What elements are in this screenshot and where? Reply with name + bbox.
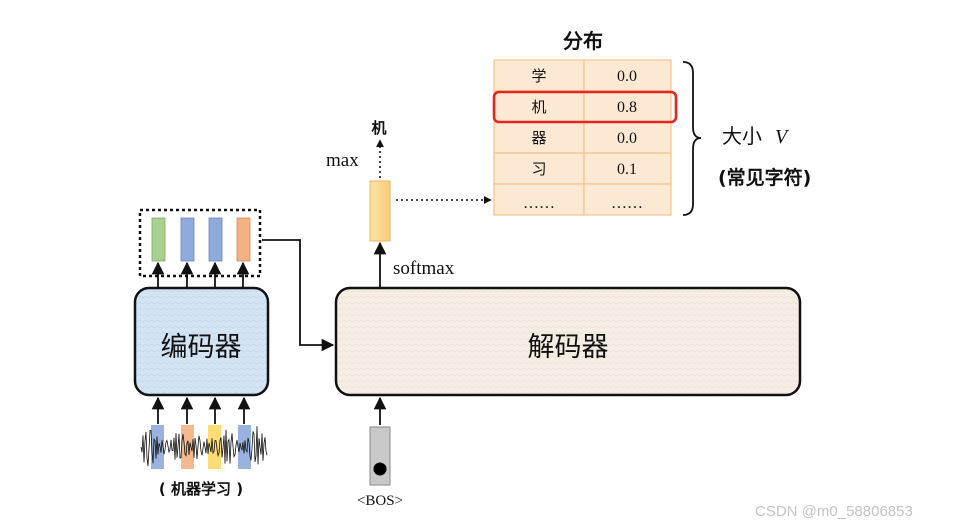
vocab-size-text: 大小 xyxy=(722,124,762,148)
watermark: CSDN @m0_58806853 xyxy=(755,503,913,520)
table-token: …… xyxy=(523,195,555,212)
waveform-signal xyxy=(140,426,268,467)
encoder-decoder-connector xyxy=(262,239,335,352)
encoder-label: 编码器 xyxy=(161,332,242,363)
table-token: 器 xyxy=(531,129,546,147)
bos-token-vector xyxy=(369,426,391,486)
table-token: 机 xyxy=(531,98,546,116)
table-prob: 0.0 xyxy=(617,68,637,85)
max-label: max xyxy=(326,150,359,171)
audio-waveform xyxy=(140,425,268,471)
audio-frame xyxy=(181,425,194,469)
decoder-label: 解码器 xyxy=(528,332,609,363)
vocab-note: (常见字符) xyxy=(718,166,811,189)
table-row: 器 0.0 xyxy=(493,121,672,154)
table-row: …… …… xyxy=(493,183,672,216)
table-token: 习 xyxy=(531,160,546,178)
distribution-title: 分布 xyxy=(563,29,603,53)
vocab-size-symbol: V xyxy=(775,126,790,148)
feature-vector xyxy=(236,217,251,262)
vocab-size-label: 大小 V xyxy=(722,124,790,148)
feature-vector xyxy=(180,217,195,262)
vocab-brace xyxy=(682,61,702,216)
encoder-output-box xyxy=(138,208,262,278)
table-row: 机 0.8 xyxy=(493,90,672,123)
softmax-label: softmax xyxy=(393,258,455,279)
encoder-block xyxy=(133,286,270,397)
table-prob: 0.0 xyxy=(617,130,637,147)
feature-vector xyxy=(151,217,166,262)
probability-vector xyxy=(369,180,391,242)
table-prob: …… xyxy=(611,195,643,212)
feature-vector xyxy=(208,217,223,262)
table-prob: 0.8 xyxy=(617,99,637,116)
output-token: 机 xyxy=(371,119,386,137)
bos-label: <BOS> xyxy=(357,493,403,509)
table-row: 习 0.1 xyxy=(493,152,672,185)
decoder-block xyxy=(334,286,802,397)
distribution-table: 学 0.0 机 0.8 器 0.0 习 0.1 …… …… xyxy=(492,59,678,216)
bos-token-dot xyxy=(373,462,387,476)
table-row: 学 0.0 xyxy=(493,59,672,92)
max-row-highlight xyxy=(492,90,678,124)
table-token: 学 xyxy=(531,67,546,85)
input-caption: ( 机器学习 ) xyxy=(159,480,243,498)
table-prob: 0.1 xyxy=(617,161,637,178)
